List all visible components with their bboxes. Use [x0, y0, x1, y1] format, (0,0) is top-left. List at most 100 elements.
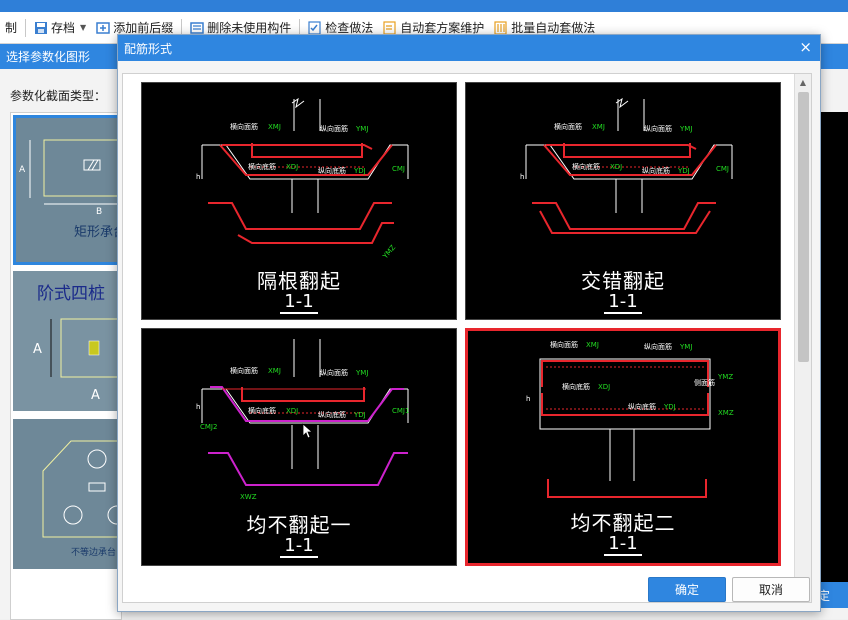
rebar-diagram-2: 横向面筋 XMJ 纵向面筋 YMJ 横向底筋 XDJ 纵向底筋 YDJ CMJ … — [520, 97, 733, 234]
label-xmz: XMZ — [718, 409, 734, 417]
toolbar-item-partial-label: 制 — [5, 21, 18, 35]
thumb-label: 不等边承台 — [71, 546, 116, 558]
add-affix-icon — [96, 21, 110, 34]
label-ydj: YDJ — [677, 167, 690, 175]
ok-button[interactable]: 确定 — [648, 577, 726, 602]
section-mark-2-text: 1-1 — [604, 291, 642, 314]
label-hx-bot: 横向底筋 — [248, 162, 276, 171]
check-method-label: 检查做法 — [325, 21, 374, 35]
toolbar-separator — [181, 18, 183, 37]
rebar-form-dialog: 配筋形式 × — [117, 34, 821, 612]
rebar-option-card-3[interactable]: 横向面筋 XMJ 纵向面筋 YMJ 横向底筋 XDJ 纵向底筋 YDJ CMJ1… — [141, 328, 457, 566]
auto-scheme-button[interactable]: 自动套方案维护 — [378, 16, 489, 40]
thumb-label: 矩形承台 — [74, 225, 122, 240]
label-zx-bot: 纵向底筋 — [642, 166, 670, 175]
dim-a-label: A — [19, 165, 26, 175]
save-button[interactable]: 存档 ▼ — [29, 16, 91, 40]
add-affix-label: 添加前后缀 — [113, 21, 174, 35]
options-scrollbar[interactable]: ▲ ▼ — [794, 74, 811, 602]
label-hx-top: 横向面筋 — [550, 340, 578, 349]
label-xdj: XDJ — [286, 163, 298, 171]
label-xmj: XMJ — [592, 123, 605, 131]
unequal-cap-diagram: 不等边承台 — [42, 440, 121, 558]
stepped-cap-diagram: 阶式四桩 A A — [33, 284, 121, 403]
section-mark-2: 1-1 — [466, 291, 780, 314]
label-zx-bot: 纵向底筋 — [318, 410, 346, 419]
label-xdj: XDJ — [610, 163, 622, 171]
label-zx-top: 纵向面筋 — [644, 342, 672, 351]
chevron-down-icon[interactable]: ▼ — [80, 23, 87, 32]
add-affix-button[interactable]: 添加前后缀 — [91, 16, 178, 40]
cancel-button[interactable]: 取消 — [732, 577, 810, 602]
check-method-icon — [308, 20, 321, 35]
rebar-diagram-4: 横向面筋 XMJ 纵向面筋 YMJ 横向底筋 XDJ 纵向底筋 YDJ 侧面筋 … — [526, 340, 734, 498]
rebar-option-card-1[interactable]: 横向面筋 XMJ 纵向面筋 YMJ 横向底筋 XDJ 纵向底筋 YDJ CMJ … — [141, 82, 457, 320]
label-side: 侧面筋 — [694, 378, 715, 387]
section-mark-1: 1-1 — [142, 291, 456, 314]
label-xwz: XWZ — [240, 493, 257, 501]
label-zx-bot: 纵向底筋 — [628, 402, 656, 411]
rebar-option-title-2: 交错翻起 — [581, 269, 665, 293]
thumb-label: 阶式四桩 — [37, 284, 105, 304]
toolbar-item-partial[interactable]: 制 — [0, 16, 22, 40]
dim-b-label: B — [96, 207, 102, 217]
rebar-form-grid: 横向面筋 XMJ 纵向面筋 YMJ 横向底筋 XDJ 纵向底筋 YDJ CMJ … — [141, 82, 783, 566]
scrollbar-thumb[interactable] — [798, 92, 809, 362]
label-zx-top: 纵向面筋 — [644, 124, 672, 133]
label-h: h — [196, 403, 200, 411]
close-icon[interactable]: × — [799, 38, 812, 56]
label-cmj2: CMJ2 — [200, 423, 217, 431]
section-mark-3: 1-1 — [142, 535, 456, 558]
label-h: h — [526, 395, 530, 403]
check-method-button[interactable]: 检查做法 — [303, 16, 378, 40]
label-cmj: CMJ — [716, 165, 729, 173]
rebar-diagram-3: 横向面筋 XMJ 纵向面筋 YMJ 横向底筋 XDJ 纵向底筋 YDJ CMJ1… — [196, 339, 409, 501]
label-zx-top: 纵向面筋 — [320, 368, 348, 377]
section-thumb-unequal[interactable]: 不等边承台 — [13, 419, 121, 569]
delete-unused-label: 删除未使用构件 — [207, 21, 292, 35]
label-zx-bot: 纵向底筋 — [318, 166, 346, 175]
label-cmj: CMJ — [392, 165, 405, 173]
section-mark-4-text: 1-1 — [604, 533, 642, 556]
label-xmj: XMJ — [268, 367, 281, 375]
label-ymj: YMJ — [355, 125, 368, 133]
scroll-up-icon[interactable]: ▲ — [799, 77, 807, 87]
label-ydj: YDJ — [353, 411, 366, 419]
background-preview-panel — [820, 112, 848, 582]
section-thumb-rect[interactable]: A B 矩形承台 — [13, 115, 122, 265]
label-zx-top: 纵向面筋 — [320, 124, 348, 133]
section-mark-1-text: 1-1 — [280, 291, 318, 314]
batch-auto-button[interactable]: 批量自动套做法 — [489, 16, 600, 40]
label-hx-top: 横向面筋 — [554, 122, 582, 131]
label-xdj: XDJ — [286, 407, 298, 415]
label-ydj: YDJ — [353, 167, 366, 175]
rebar-option-card-4[interactable]: 横向面筋 XMJ 纵向面筋 YMJ 横向底筋 XDJ 纵向底筋 YDJ 侧面筋 … — [465, 328, 781, 566]
section-thumb-stepped[interactable]: 阶式四桩 A A — [13, 271, 121, 411]
label-hx-top: 横向面筋 — [230, 366, 258, 375]
delete-unused-button[interactable]: 删除未使用构件 — [185, 16, 296, 40]
toolbar-separator — [299, 18, 301, 37]
label-ymj: YMJ — [679, 343, 692, 351]
section-mark-3-text: 1-1 — [280, 535, 318, 558]
batch-auto-label: 批量自动套做法 — [511, 21, 596, 35]
label-ymz: YMZ — [717, 373, 733, 381]
rebar-option-title-3: 均不翻起一 — [246, 513, 352, 537]
label-xdj: XDJ — [598, 383, 610, 391]
delete-unused-icon — [190, 21, 204, 34]
rebar-form-options-area: 横向面筋 XMJ 纵向面筋 YMJ 横向底筋 XDJ 纵向底筋 YDJ CMJ … — [122, 73, 812, 603]
label-ymj: YMJ — [355, 369, 368, 377]
label-hx-top: 横向面筋 — [230, 122, 258, 131]
label-cmj1: CMJ1 — [392, 407, 409, 415]
mouse-cursor-icon — [302, 423, 314, 439]
section-mark-4: 1-1 — [468, 533, 778, 556]
section-type-list[interactable]: A B 矩形承台 阶式四桩 A A 不等边承 — [10, 112, 122, 620]
dim-a-label: A — [33, 342, 42, 357]
label-hx-bot: 横向底筋 — [572, 162, 600, 171]
auto-scheme-icon — [383, 20, 396, 35]
batch-auto-icon — [494, 20, 507, 35]
rebar-diagram-1: 横向面筋 XMJ 纵向面筋 YMJ 横向底筋 XDJ 纵向底筋 YDJ CMJ … — [196, 97, 409, 261]
save-button-label: 存档 — [51, 21, 76, 35]
rebar-option-title-4: 均不翻起二 — [570, 511, 676, 535]
label-xmj: XMJ — [586, 341, 599, 349]
rebar-option-card-2[interactable]: 横向面筋 XMJ 纵向面筋 YMJ 横向底筋 XDJ 纵向底筋 YDJ CMJ … — [465, 82, 781, 320]
